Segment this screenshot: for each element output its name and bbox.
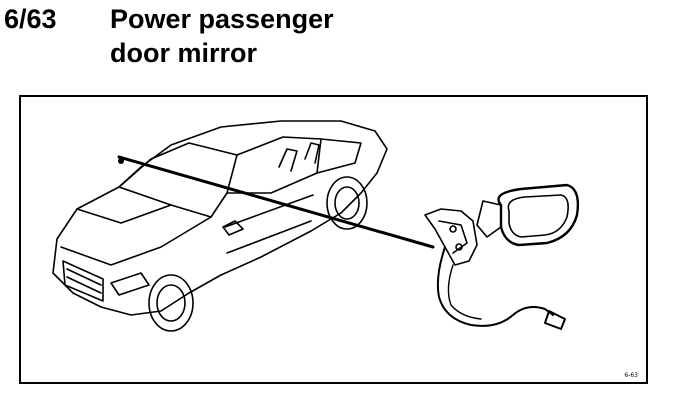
section-number: 6/63 — [4, 4, 57, 34]
mirror-assembly — [424, 183, 580, 330]
pointer-line — [117, 155, 435, 249]
page-title: Power passenger door mirror — [110, 2, 334, 70]
car-outline — [52, 120, 388, 332]
car-mirror-illustration — [52, 120, 580, 332]
title-line-1: Power passenger — [110, 4, 334, 34]
figure-code: 6-63 — [624, 372, 638, 379]
title-line-2: door mirror — [110, 38, 258, 68]
illustration-frame: 6-63 — [19, 95, 648, 384]
